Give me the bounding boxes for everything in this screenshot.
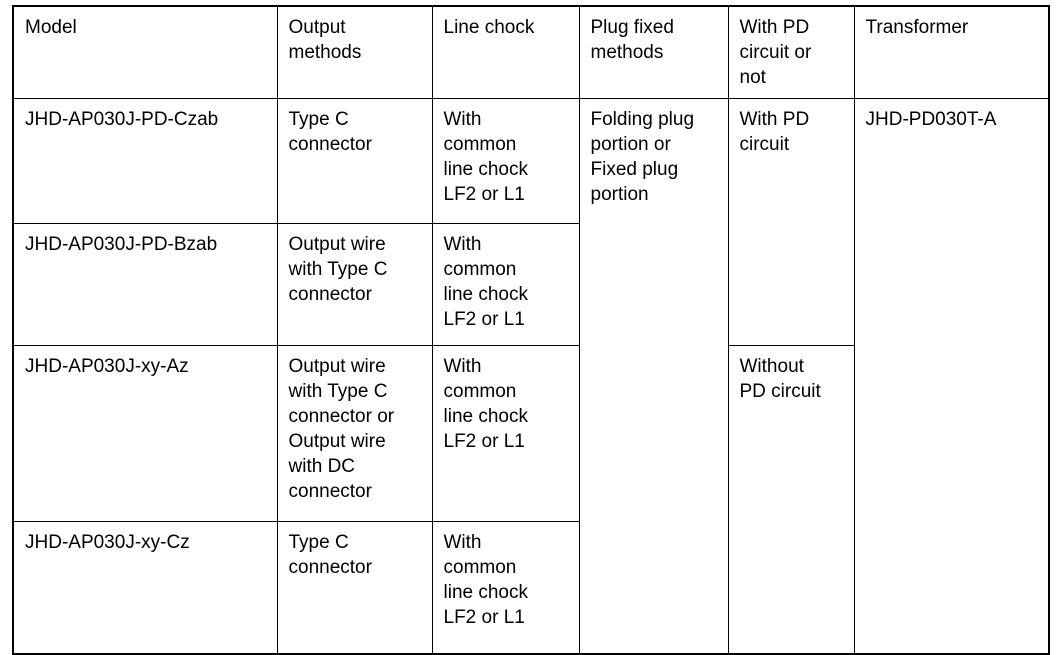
cell-with-pd-circuit: With PD circuit [727,98,855,346]
model-specification-table: Model Output methods Line chock Plug fix… [12,5,1050,655]
cell-output: Type C connector [276,98,433,224]
cell-without-pd-circuit: Without PD circuit [727,345,855,655]
cell-line-chock: With common line chock LF2 or L1 [431,521,580,655]
spec-table-container: Model Output methods Line chock Plug fix… [12,5,1050,655]
table-row: JHD-AP030J-PD-Bzab Output wire with Type… [12,223,1049,346]
table-header-row: Model Output methods Line chock Plug fix… [12,5,1050,99]
cell-model: JHD-AP030J-xy-Cz [12,521,278,655]
table-row: JHD-AP030J-PD-Czab Type C connector With… [12,98,1050,655]
column-header-transformer: Transformer [853,5,1050,99]
table-row: JHD-AP030J-xy-Az Output wire with Type C… [12,345,1049,655]
cell-line-chock: With common line chock LF2 or L1 [431,98,580,224]
column-header-line-chock: Line chock [431,5,580,99]
cell-model: JHD-AP030J-xy-Az [12,345,278,522]
cell-output: Output wire with Type C connector or Out… [276,345,433,522]
column-header-model: Model [12,5,278,99]
cell-line-chock: With common line chock LF2 or L1 [431,345,580,522]
cell-model: JHD-AP030J-PD-Czab [12,98,278,224]
column-header-output: Output methods [276,5,433,99]
cell-output: Type C connector [276,521,433,655]
cell-model: JHD-AP030J-PD-Bzab [12,223,278,346]
cell-line-chock: With common line chock LF2 or L1 [431,223,580,346]
cell-plug-fixed-methods: Folding plug portion or Fixed plug porti… [578,98,729,655]
column-header-pd-circuit: With PD circuit or not [727,5,855,99]
table-row: JHD-AP030J-xy-Cz Type C connector With c… [12,521,1049,655]
cell-transformer: JHD-PD030T-A [853,98,1050,655]
column-header-plug-fixed: Plug fixed methods [578,5,729,99]
cell-output: Output wire with Type C connector [276,223,433,346]
